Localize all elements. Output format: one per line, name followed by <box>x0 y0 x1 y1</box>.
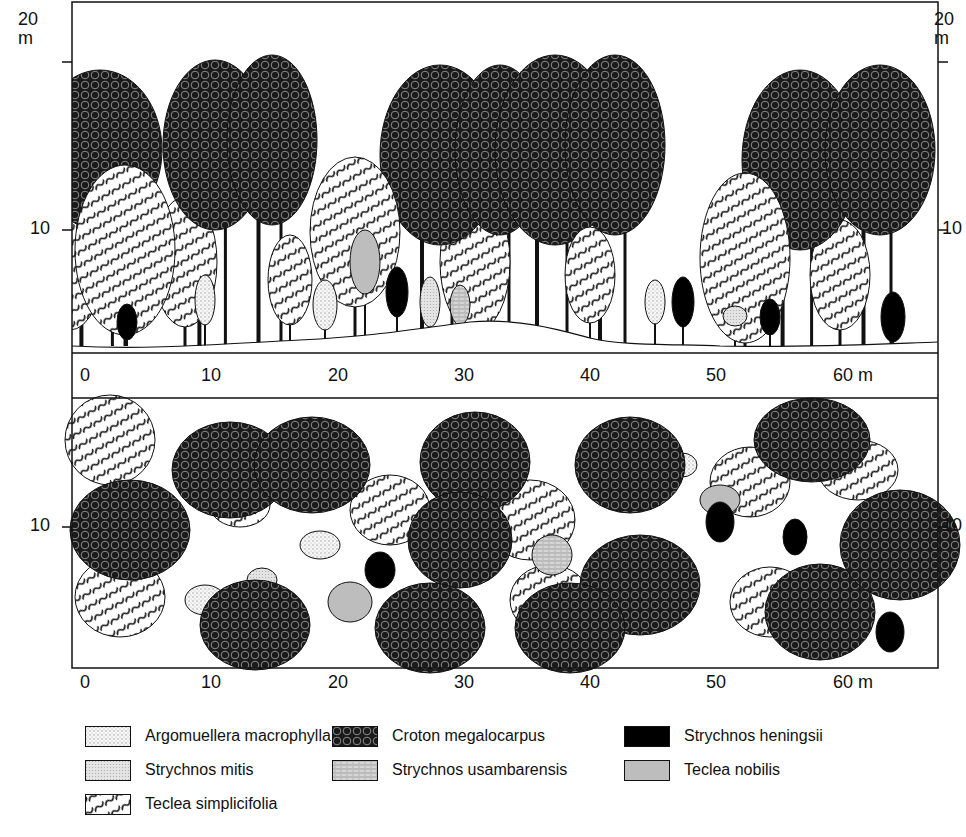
tree-crown <box>565 55 665 235</box>
tree-crown <box>328 582 372 622</box>
tree-crown <box>672 277 694 327</box>
axis-label: 20 m <box>934 10 962 48</box>
tree-crown <box>700 173 790 343</box>
tree-crown <box>313 280 337 330</box>
frame-divider <box>72 397 938 399</box>
axis-label: 10 <box>942 219 962 238</box>
axis-label: 20 m <box>18 10 46 48</box>
tree-crown <box>760 299 780 335</box>
tree-crown <box>565 227 615 323</box>
tree-crown <box>200 580 310 670</box>
tree-trunk <box>184 325 187 346</box>
frame <box>72 2 938 668</box>
tree-trunk <box>624 217 627 346</box>
tree-trunk <box>257 208 261 346</box>
tree-crown <box>723 306 747 326</box>
tree-crown <box>450 285 470 325</box>
legend-label: Teclea simplicifolia <box>145 795 278 813</box>
tree-crown <box>420 277 440 327</box>
tree-crown <box>876 612 904 652</box>
tree-crown <box>195 275 215 325</box>
legend-label: Teclea nobilis <box>684 761 780 779</box>
axis-label: 10 <box>201 673 221 692</box>
tree-crown <box>840 490 960 600</box>
axis-label: 0 <box>80 673 90 692</box>
axis-label: 60 m <box>833 366 873 385</box>
tree-crown <box>350 230 380 294</box>
tree-crown <box>386 267 408 317</box>
legend-swatch <box>624 760 670 781</box>
axis-label: 20 <box>328 366 348 385</box>
axis-label: 30 <box>454 673 474 692</box>
tree-crown <box>532 535 572 575</box>
tree-crown <box>300 531 340 559</box>
tree-trunk <box>224 213 227 346</box>
legend-label: Strychnos heningsii <box>684 727 823 745</box>
axis-label: 10 <box>942 516 962 535</box>
legend-swatch <box>85 760 131 781</box>
tree-crown <box>117 304 137 340</box>
legend-swatch <box>332 726 378 747</box>
tree-crown <box>825 65 935 235</box>
axis-label: 40 <box>580 366 600 385</box>
legend-label: Strychnos mitis <box>145 761 253 779</box>
tree-crown <box>754 398 870 482</box>
tree-crown <box>65 395 155 485</box>
tree-crown <box>365 552 395 588</box>
legend-label: Strychnos usambarensis <box>392 761 567 779</box>
tree-crown <box>881 292 905 342</box>
legend-label: Argomuellera macrophylla <box>145 727 331 745</box>
axis-label: 40 <box>580 673 600 692</box>
tree-crown <box>515 583 625 673</box>
tree-crown <box>70 480 190 580</box>
ground-line <box>72 321 938 347</box>
axis-label: 60 m <box>833 673 873 692</box>
tree-trunk <box>654 322 656 346</box>
axis-label: 10 <box>30 516 50 535</box>
tree-crown <box>645 280 665 324</box>
legend-swatch <box>85 726 131 747</box>
legend-swatch <box>85 794 131 815</box>
axis-label: 0 <box>80 366 90 385</box>
tree-trunk <box>839 328 842 346</box>
tree-crown <box>706 502 734 542</box>
axis-label: 10 <box>30 219 50 238</box>
legend-label: Croton megalocarpus <box>392 727 545 745</box>
tree-crown <box>227 55 317 225</box>
axis-label: 50 <box>706 673 726 692</box>
tree-crown <box>254 417 370 513</box>
tree-crown <box>575 417 685 513</box>
tree-trunk <box>682 325 684 346</box>
tree-crown <box>268 235 312 325</box>
axis-label: 30 <box>454 366 474 385</box>
tree-crown <box>783 519 807 555</box>
legend-swatch <box>624 726 670 747</box>
axis-label: 20 <box>328 673 348 692</box>
legend-swatch <box>332 760 378 781</box>
axis-ticks <box>62 62 948 527</box>
frame-divider <box>72 352 938 354</box>
axis-label: 50 <box>706 366 726 385</box>
tree-trunk <box>204 323 206 346</box>
tree-crown <box>408 492 512 588</box>
ground-fill <box>72 321 938 353</box>
axis-label: 10 <box>201 366 221 385</box>
tree-crown <box>375 583 485 673</box>
